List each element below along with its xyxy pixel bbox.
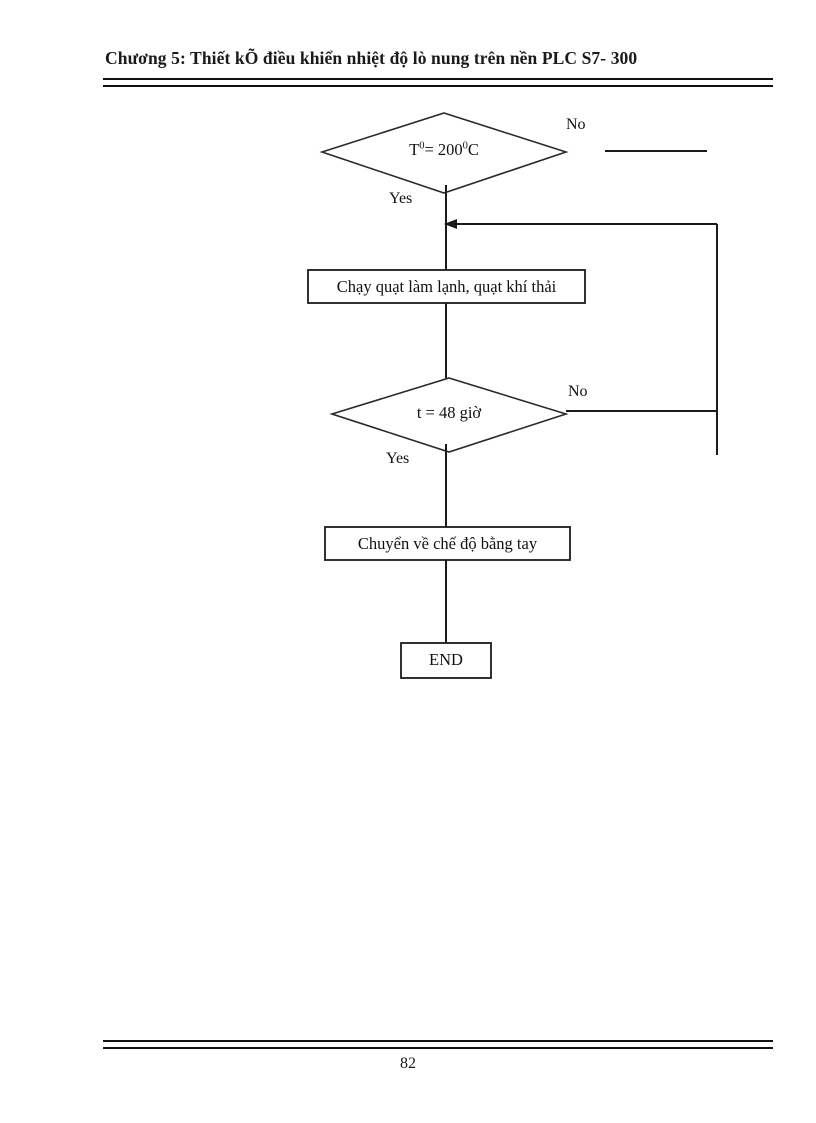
branch-label-no-temp: No xyxy=(566,116,586,133)
end-node-shape xyxy=(400,642,492,679)
decision-temp-sup-1: 0 xyxy=(419,140,425,152)
footer-double-rule xyxy=(103,1040,773,1049)
branch-label-yes-time: Yes xyxy=(386,450,410,467)
process-cool-label: Chạy quạt làm lạnh, quạt khí thải xyxy=(336,277,557,296)
process-manual-label: Chuyển về chế độ bằng tay xyxy=(357,534,538,553)
decision-time-shape xyxy=(329,377,569,453)
page-number: 82 xyxy=(400,1055,416,1072)
decision-time-label: t = 48 giờ xyxy=(416,403,482,422)
end-node-label: END xyxy=(429,650,463,669)
decision-temp-shape xyxy=(319,112,569,194)
process-manual-shape xyxy=(324,526,571,561)
branch-label-yes-temp: Yes xyxy=(389,190,413,207)
header-double-rule xyxy=(103,78,773,87)
feedback-arrowhead xyxy=(444,219,457,229)
decision-temp-text-mid: = 200 xyxy=(424,140,463,159)
decision-temp-label: T0= 2000C xyxy=(322,140,566,160)
decision-temp-sup-2: 0 xyxy=(462,140,468,152)
branch-label-no-time: No xyxy=(568,383,588,400)
decision-temp-text-end: C xyxy=(467,140,479,159)
page-header-title: Chương 5: Thiết kÕ điều khiển nhiệt độ l… xyxy=(105,48,638,68)
decision-temp-text-main: T xyxy=(409,140,420,159)
